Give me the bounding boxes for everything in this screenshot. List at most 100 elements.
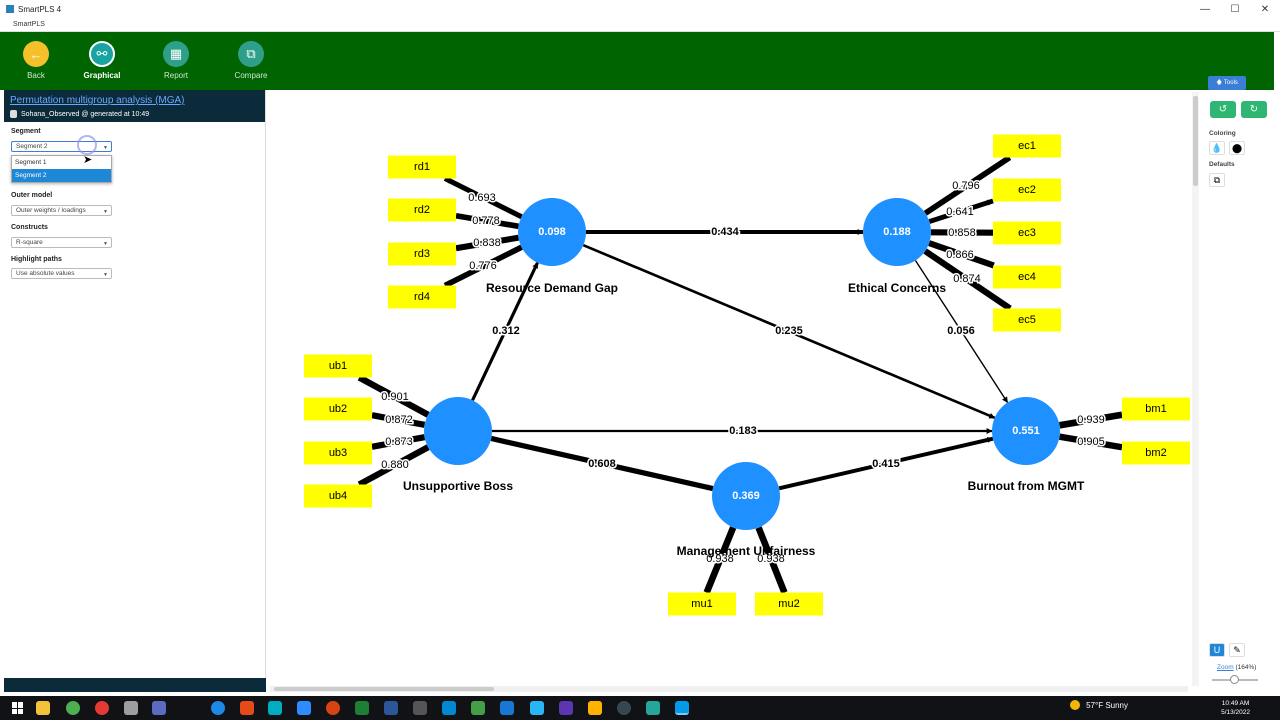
graphical-button[interactable]: ⚯ Graphical [67,41,137,80]
zoom-slider-handle[interactable] [1230,675,1239,684]
path-arrow-ec-bm [914,260,1009,403]
construct-name-mu: Management Unfairness [677,544,816,558]
indicator-label-rd4: rd4 [414,291,430,303]
minimize-icon[interactable]: — [1200,3,1210,15]
indicator-box-ec5 [993,308,1061,332]
indicator-box-ec3 [993,221,1061,245]
construct-name-ec: Ethical Concerns [848,281,946,295]
indicator-label-ec3: ec3 [1018,227,1036,239]
black-drop-icon[interactable]: ⬤ [1229,141,1245,155]
app-icon-5[interactable] [152,701,166,715]
analysis-title[interactable]: Permutation multigroup analysis (MGA) [10,95,185,106]
segment-value: Segment 2 [16,143,48,150]
app-icon-20[interactable] [646,701,660,715]
highlight-paths-select[interactable]: Use absolute values ▼ [11,268,112,279]
maximize-icon[interactable]: ☐ [1230,3,1240,15]
app-icon-17[interactable] [559,701,573,715]
loading-value-ec4: 0.866 [946,249,974,261]
reset-layout-icon[interactable]: ⧉ [1209,173,1225,187]
back-button[interactable]: ← Back [1,41,71,80]
app-icon-18[interactable] [588,701,602,715]
loading-arrow-ub4 [357,444,430,488]
menu-bar: SmartPLS [0,18,1280,32]
constructs-select[interactable]: R-square ▼ [11,237,112,248]
right-tools-panel: ↺ ↻ Coloring 💧 ⬤ Defaults ⧉ U ✎ Zoom (16… [1200,92,1274,692]
report-button[interactable]: ▦ Report [141,41,211,80]
undo-button[interactable]: ↺ [1210,101,1236,118]
loading-arrow-ub1 [357,374,430,418]
zoom-link[interactable]: Zoom [1217,664,1234,671]
back-arrow-icon: ← [23,41,49,67]
pen-icon[interactable]: ✎ [1229,643,1245,657]
analysis-header: Permutation multigroup analysis (MGA) So… [4,90,265,122]
indicator-label-ub3: ub3 [329,447,347,459]
loading-arrow-ec1 [923,155,1012,216]
app-icon-6[interactable] [211,701,225,715]
path-arrow-mu-bm [778,436,994,491]
loading-value-mu2: 0.938 [757,553,785,565]
segment-option-1[interactable]: Segment 1 [15,159,47,166]
browser-icon[interactable] [95,701,109,715]
indicator-box-ec2 [993,178,1061,202]
indicator-label-ub1: ub1 [329,360,347,372]
indicator-label-rd1: rd1 [414,161,430,173]
indicator-label-rd3: rd3 [414,248,430,260]
compare-button[interactable]: ⧉ Compare [216,41,286,80]
indicator-box-bm1 [1122,397,1190,421]
app-icon-8[interactable] [268,701,282,715]
app-icon-13[interactable] [442,701,456,715]
vscode-icon[interactable] [500,701,514,715]
r-square-mu: 0.369 [732,490,760,502]
segment-select[interactable]: Segment 2 ▼ [11,141,112,152]
loading-value-bm1: 0.939 [1077,414,1105,426]
app-icon-16[interactable] [530,701,544,715]
title-bar: SmartPLS 4 — ☐ ✕ [0,0,1280,18]
loading-value-ec2: 0.641 [946,206,974,218]
weather-text[interactable]: 57°F Sunny [1086,700,1128,710]
left-panel: Permutation multigroup analysis (MGA) So… [4,90,266,692]
zoom-value: (164%) [1235,664,1257,671]
path-arrow-ub-rdg [471,262,539,401]
loading-value-ec3: 0.858 [948,227,976,239]
construct-name-bm: Burnout from MGMT [968,479,1085,493]
indicator-box-mu2 [755,592,823,616]
taskbar-clock[interactable]: 10:49 AM 5/13/2022 [1221,699,1250,717]
segment-label: Segment [11,128,41,135]
tools-tab[interactable]: 🡅 Tools [1208,76,1246,90]
powerpoint-icon[interactable] [326,701,340,715]
app-icon-7[interactable] [240,701,254,715]
file-explorer-icon[interactable] [36,701,50,715]
windows-start-icon[interactable] [12,702,24,714]
loading-arrow-rd1 [443,176,523,220]
indicator-label-bm2: bm2 [1145,447,1166,459]
color-drop-icon[interactable]: 💧 [1209,141,1225,155]
redo-button[interactable]: ↻ [1241,101,1267,118]
loading-arrow-ec5 [923,248,1012,312]
app-icon-19[interactable] [617,701,631,715]
excel-icon[interactable] [355,701,369,715]
smartpls-taskbar-icon[interactable] [675,701,689,715]
segment-option-2[interactable]: Segment 2 [12,169,111,182]
constructs-label: Constructs [11,224,48,231]
loading-value-ub3: 0.873 [385,436,413,448]
vertical-scrollbar[interactable] [1192,92,1199,686]
magnet-icon[interactable]: U [1209,643,1225,657]
report-label: Report [163,71,188,80]
chrome-icon[interactable] [66,701,80,715]
loading-value-ub2: 0.872 [385,414,413,426]
menu-smartpls[interactable]: SmartPLS [13,21,45,28]
zoom-app-icon[interactable] [297,701,311,715]
app-icon-14[interactable] [471,701,485,715]
close-icon[interactable]: ✕ [1260,3,1270,15]
app-icon-12[interactable] [413,701,427,715]
app-icon-4[interactable] [124,701,138,715]
compare-icon: ⧉ [238,41,264,67]
horizontal-scrollbar[interactable] [270,686,1188,692]
chevron-down-icon: ▼ [103,145,108,151]
word-icon[interactable] [384,701,398,715]
graphical-label: Graphical [83,71,121,80]
outer-model-select[interactable]: Outer weights / loadings ▼ [11,205,112,216]
